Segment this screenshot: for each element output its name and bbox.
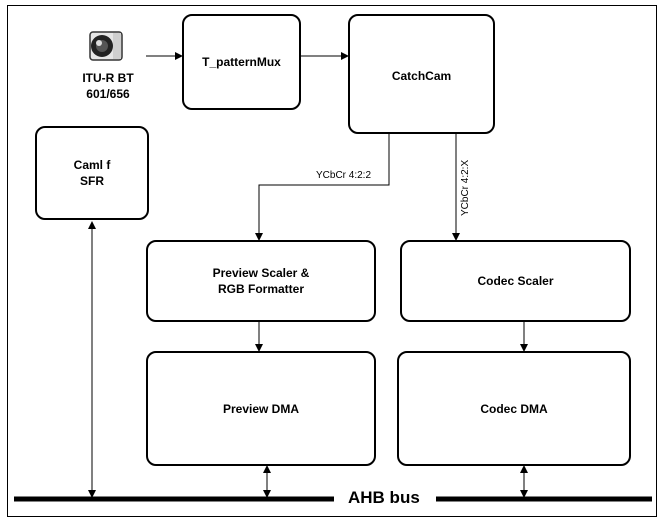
t-pattern-mux-label: T_patternMux: [202, 55, 281, 69]
preview-path-label: YCbCr 4:2:2: [316, 170, 372, 181]
diagram-frame: [7, 5, 657, 517]
catchcam-label: CatchCam: [391, 69, 452, 83]
preview-dma-block: Preview DMA: [146, 351, 376, 466]
codec-path-label: YCbCr 4:2:X: [460, 159, 471, 216]
caml-sfr-label: Caml f SFR: [73, 158, 111, 188]
preview-scaler-label: Preview Scaler & RGB Formatter: [212, 266, 310, 296]
codec-dma-block: Codec DMA: [397, 351, 631, 466]
preview-dma-label: Preview DMA: [222, 401, 300, 416]
caml-sfr-block: Caml f SFR: [35, 126, 149, 220]
codec-scaler-block: Codec Scaler: [400, 240, 631, 322]
codec-dma-label: Codec DMA: [480, 401, 548, 416]
codec-scaler-label: Codec Scaler: [477, 274, 554, 288]
preview-scaler-block: Preview Scaler & RGB Formatter: [146, 240, 376, 322]
camera-icon: [89, 31, 123, 61]
catchcam-block: CatchCam: [348, 14, 495, 134]
ahb-bus-label: AHB bus: [348, 488, 420, 507]
camera-label: ITU-R BT 601/656: [82, 71, 134, 101]
t-pattern-mux-block: T_patternMux: [182, 14, 301, 110]
catchcam-to-preview-arrow: [255, 134, 390, 241]
